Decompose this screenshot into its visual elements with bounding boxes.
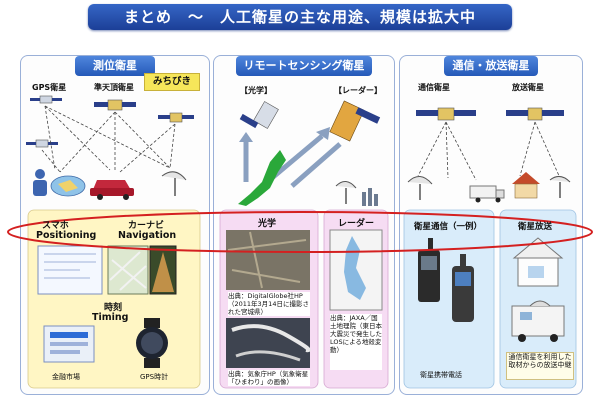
broadcast-satellite-label: 放送衛星	[512, 83, 544, 92]
michibiki-label: みちびき	[144, 73, 200, 91]
car-icon	[90, 180, 134, 200]
carnavi-label: カーナビ	[128, 221, 165, 231]
comm-satellite-icon	[416, 107, 476, 121]
radar-top-label: 【レーダー】	[334, 86, 382, 95]
positioning-panel-title: 測位衛星	[75, 56, 155, 76]
satellite-phone-icon-1	[418, 238, 440, 302]
relay-broadcast-label: 通信衛星を利用した取材からの放送中継	[506, 352, 574, 380]
gps-watch-icon	[136, 318, 168, 368]
comms-panel-title: 通信・放送衛星	[444, 56, 538, 76]
truck-icon	[469, 185, 505, 203]
time-english-label: Timing	[92, 312, 129, 323]
broadcast-house-icon	[512, 237, 564, 287]
map-icon	[50, 175, 86, 197]
radar-satellite-icon	[329, 100, 381, 142]
sat-comm-use-box	[403, 209, 495, 389]
relay-van-icon	[511, 300, 565, 342]
smartphone-english-label: Positioning	[36, 230, 97, 241]
antenna-dish-icon	[161, 171, 187, 196]
optical-satellite-icon	[239, 101, 279, 129]
sat-comm-box-label: 衛星通信（一例）	[414, 222, 483, 232]
qzs-satellite-label: 準天頂衛星	[94, 83, 134, 92]
observation-arrows	[243, 134, 342, 188]
himawari-source-note: 出典：気象庁HP（気象衛星「ひまわり」の画像）	[228, 370, 310, 386]
carnavi-english-label: Navigation	[118, 230, 177, 241]
ground-dish-icon	[407, 176, 433, 200]
japan-map-icon	[238, 150, 286, 206]
positioning-signal-lines	[41, 105, 176, 173]
gps-watch-label: GPS時計	[140, 373, 169, 381]
comm-satellite-label: 通信衛星	[418, 83, 450, 92]
satellite-phone-label: 衛星携帯電話	[420, 371, 462, 379]
home-dish-icon	[549, 176, 571, 198]
optical-source-note: 出典：DigitalGlobe社HP（2011年3月14日に撮影された宮城県）	[228, 292, 310, 316]
gps-satellite-icon-1	[30, 95, 62, 104]
comms-signal-lines	[417, 121, 561, 181]
house-icon	[512, 172, 540, 199]
time-label: 時刻	[104, 303, 123, 313]
radar-source-note: 出典：JAXA／国土地理院（東日本大震災で発生したLOSによる地殻変動）	[330, 314, 382, 370]
optical-box-label: 光学	[258, 219, 277, 229]
data-center-icon	[362, 188, 378, 206]
accent-ring	[7, 211, 593, 253]
person-icon	[33, 169, 47, 196]
sat-broadcast-box-label: 衛星放送	[518, 222, 553, 232]
broadcast-satellite-icon	[506, 107, 564, 121]
observation-arrowheads	[239, 127, 330, 142]
finance-market-label: 金融市場	[52, 373, 80, 381]
page-title: まとめ ～ 人工衛星の主な用途、規模は拡大中	[88, 4, 512, 30]
gps-satellite-icon-2	[26, 139, 58, 148]
receiving-dish-icon	[335, 181, 357, 204]
optical-top-label: 【光学】	[240, 86, 272, 95]
satellite-phone-icon-2	[452, 254, 474, 322]
radar-box-label: レーダー	[338, 219, 375, 229]
qzs-satellite-icon	[94, 99, 136, 111]
optical-aerial-image	[226, 230, 310, 290]
michibiki-satellite-icon	[158, 112, 194, 123]
smartphone-label: スマホ	[42, 221, 69, 231]
gps-satellite-label: GPS衛星	[32, 83, 67, 92]
remote-sensing-panel-title: リモートセンシング衛星	[236, 56, 372, 76]
